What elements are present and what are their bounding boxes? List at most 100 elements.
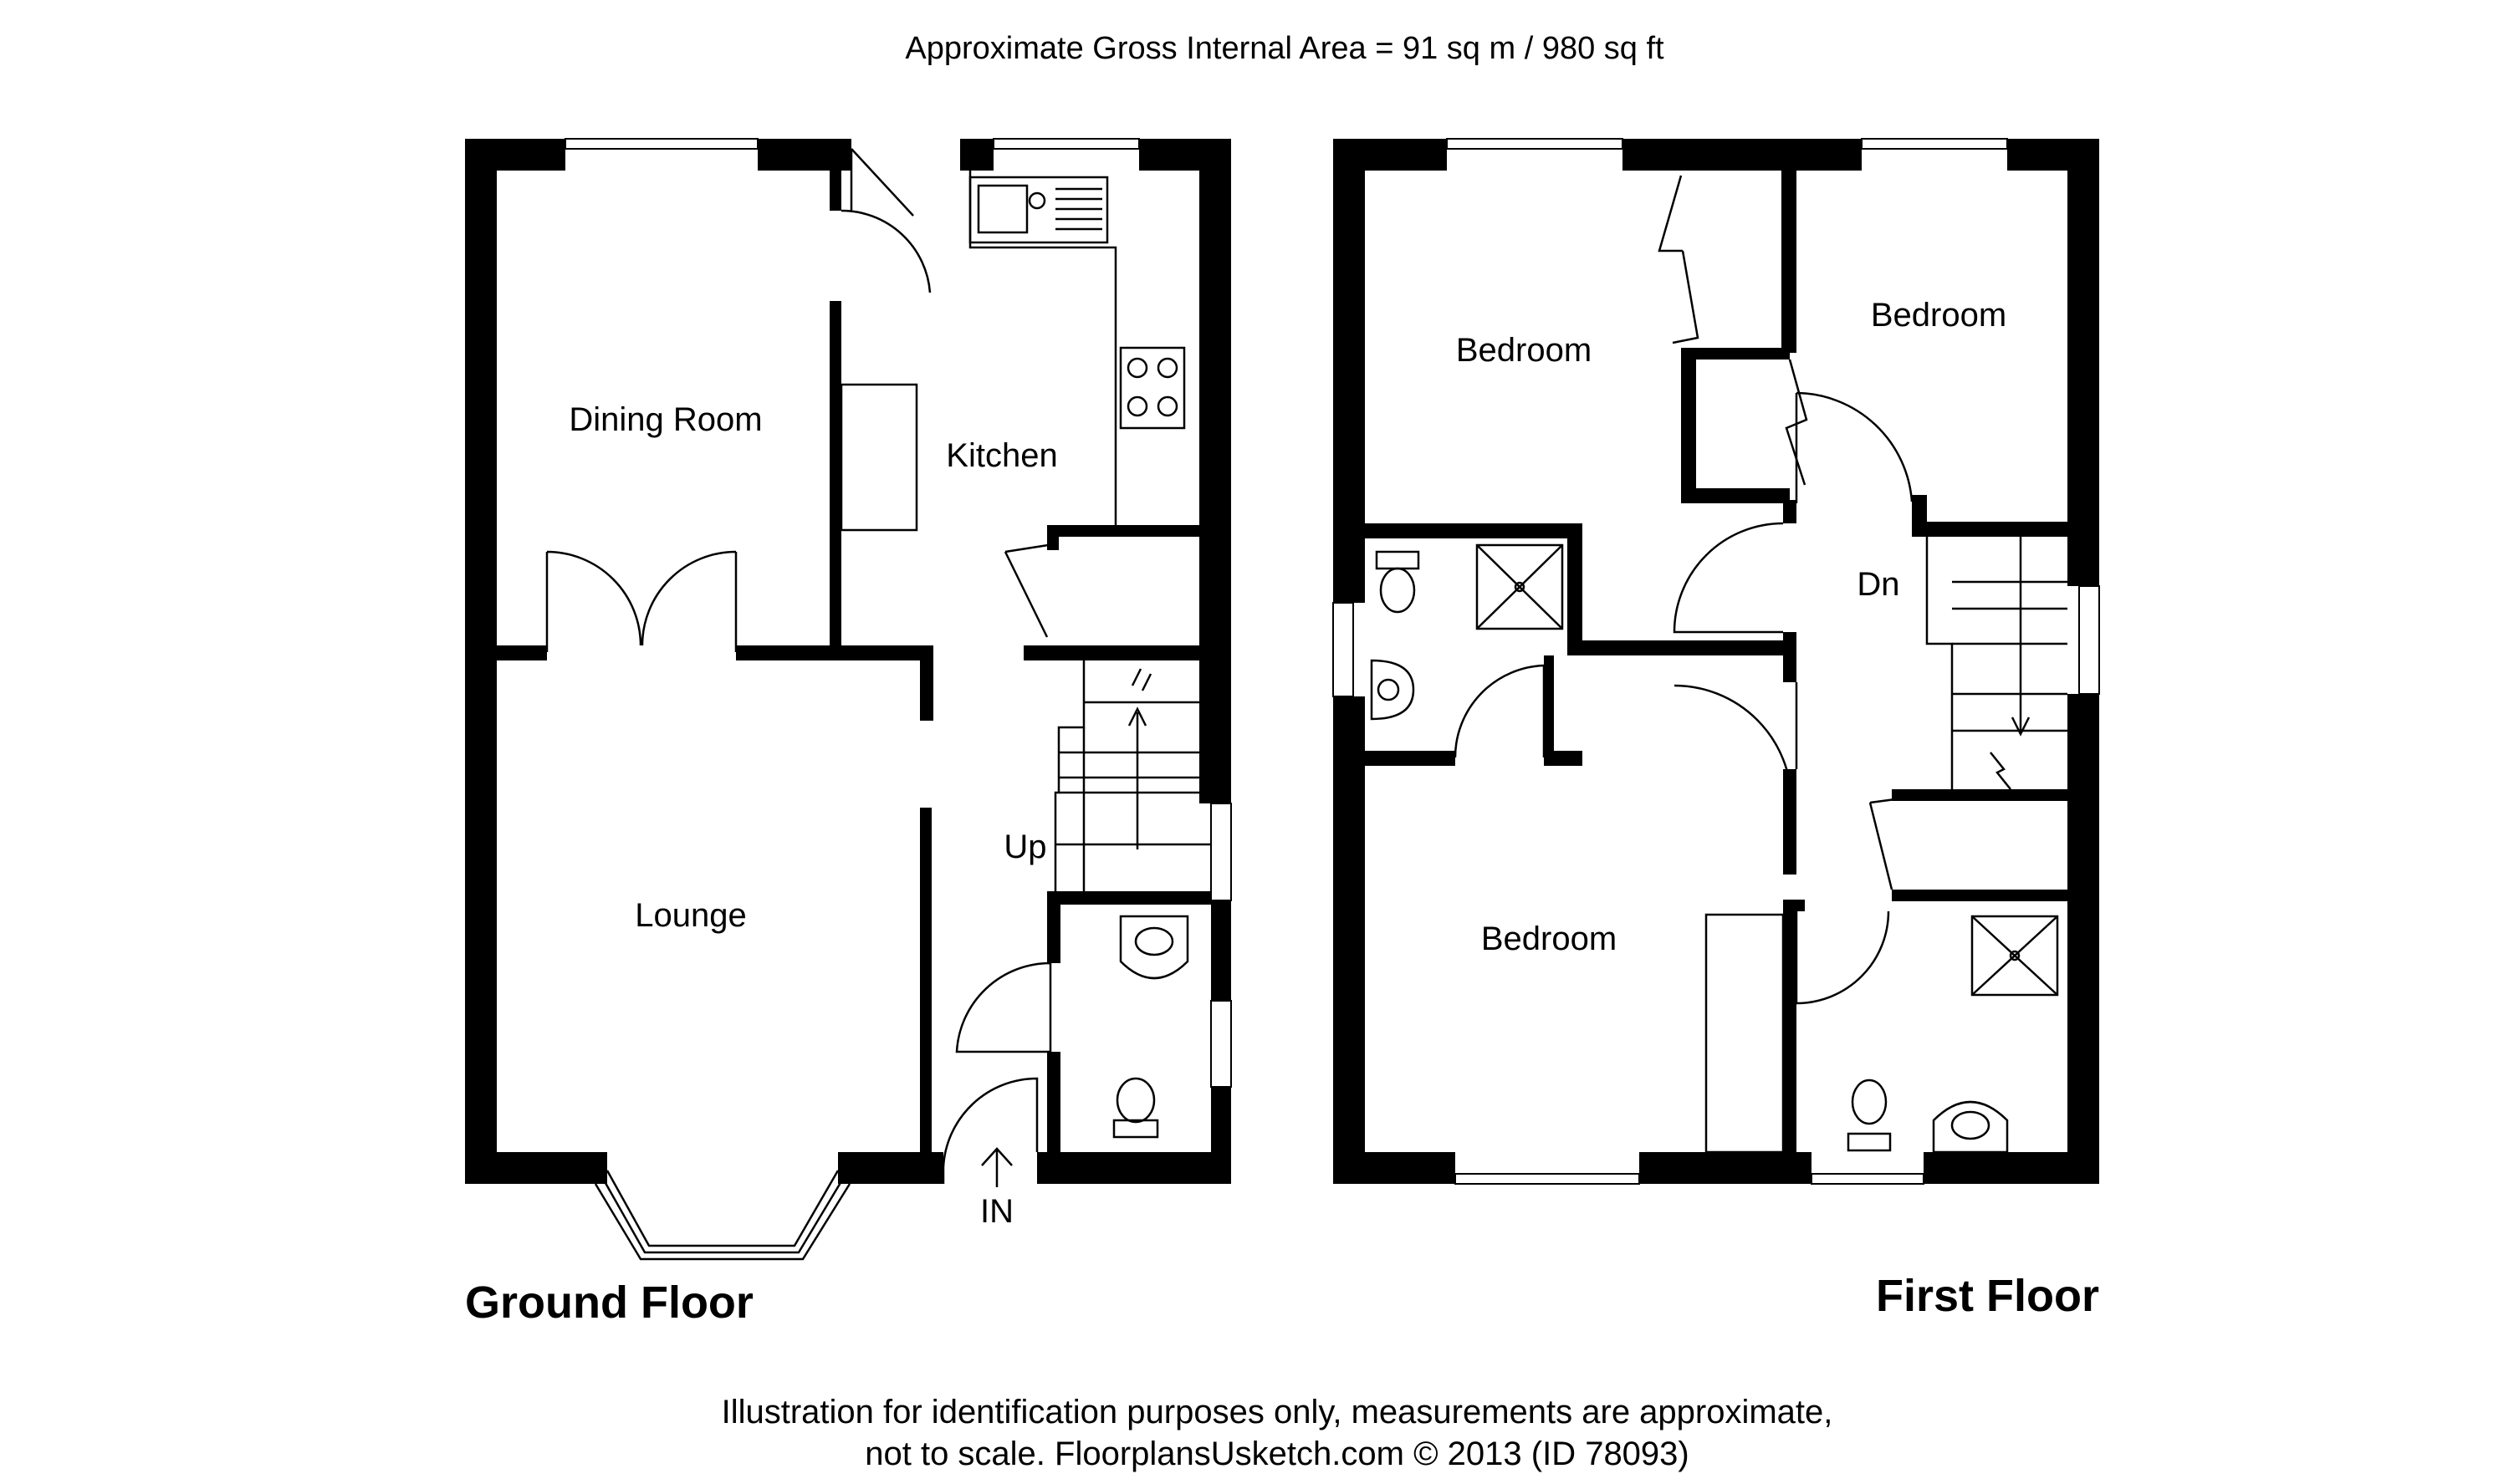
ff-bedroom1-window [1446,138,1623,150]
ff-wall-west-upper [1333,139,1365,603]
ff-bedroom2-door [1795,391,1914,503]
gf-wall-south-right [1037,1152,1231,1184]
gf-wall-south-door-left [928,1152,943,1184]
ff-wall-landing-south [1783,900,1796,1152]
ground-floor-plan: Dining Room Kitchen Lounge Up IN Ground … [465,138,1232,1328]
gf-wall-dining-kitchen-lower [830,301,841,645]
ff-bedroom3-wardrobe [1704,913,1785,1154]
ff-landing-window [2078,585,2100,695]
gf-wall-wc-west-lower [1047,1052,1060,1184]
gf-wall-kitchen-south [1024,645,1199,660]
gf-wc-basin-icon [1119,915,1189,980]
ff-room-label-bedroom-top-right: Bedroom [1871,297,2006,334]
gf-french-doors [545,550,738,652]
ff-wall-east-lower [2067,694,2099,1184]
gf-wall-wc-west-upper [1047,891,1060,963]
ff-wardrobe-doors [1658,175,1699,344]
ff-wall-bed2-south [1912,522,2067,537]
gf-wall-dining-kitchen-upper [830,139,841,211]
ff-wall-ensuite-south [1567,640,1796,655]
ff-wall-bed2-stub [1912,495,1927,537]
gf-wc-toilet-icon [1112,1077,1159,1139]
gf-room-label-kitchen: Kitchen [946,437,1057,474]
gf-wall-cupboard-north [1047,525,1199,537]
ff-stairs-down-label: Dn [1857,566,1899,603]
gf-entrance-label: IN [980,1193,1014,1230]
ff-bedroom2-window [1861,138,2008,150]
ff-ensuite-basin-icon [1370,659,1415,721]
ff-room-label-bedroom-top-left: Bedroom [1456,332,1592,369]
gf-kitchen-window [993,138,1140,150]
ff-staircase [1925,537,2067,790]
ff-wall-bed-divider-mid [1783,500,1796,523]
gf-staircase [1054,660,1211,891]
ff-wall-south-left [1333,1152,1455,1184]
gf-bay-window [594,1170,851,1261]
gf-wall-north-right [960,139,994,171]
gf-wc-door [955,961,1052,1053]
ff-ensuite-shower-icon [1475,543,1564,630]
gf-wall-hall-west [920,808,932,1184]
ff-airing-cupboard-door [1868,798,1896,890]
ff-wall-south-right [1924,1152,2099,1184]
gf-kitchen-island [840,383,918,532]
gf-wall-south-mid [838,1152,935,1184]
gf-wall-dining-lounge-left [497,645,547,660]
gf-wall-north-left [465,139,565,171]
ff-bathroom-door [1795,910,1890,1005]
gf-cupboard-door [1004,542,1060,638]
gf-kitchen-hob-icon [1119,346,1186,430]
ff-wall-cupboard1-west [1681,348,1696,503]
gf-wc-window [1210,1000,1232,1088]
gf-front-door [942,1077,1039,1184]
ff-wall-west-lower [1333,696,1365,1184]
gf-back-door [841,148,932,293]
ff-wall-landing-west [1783,769,1796,875]
disclaimer-line-2: not to scale. FloorplansUsketch.com © 20… [865,1436,1689,1472]
gf-kitchen-sink-icon [968,176,1109,244]
ff-bathroom-basin-icon [1932,1100,2009,1154]
ff-ensuite-toilet-icon [1375,550,1420,614]
gf-room-label-lounge: Lounge [635,897,746,934]
gf-wall-cupboard-west [1047,525,1059,550]
ff-wall-ensuite-door-jamb [1544,655,1554,757]
ff-bathroom-window [1811,1173,1924,1185]
ff-bedroom3-window [1454,1173,1640,1185]
gross-area-heading: Approximate Gross Internal Area = 91 sq … [905,31,1664,66]
gf-wall-east-upper [1199,139,1231,803]
ff-wall-ensuite-north [1365,523,1581,538]
gf-wall-hall-stub [920,645,933,721]
ff-wall-bed-divider-top [1781,171,1796,353]
ff-bathroom-shower-icon [1970,915,2059,997]
ff-wall-ensuite-south-left [1365,751,1455,766]
gf-stairs-up-label: Up [1004,829,1046,865]
ff-wall-south-mid [1639,1152,1811,1184]
ff-wall-bath-north2 [1892,890,2067,901]
ff-wall-north-left [1333,139,1447,171]
gf-room-label-dining: Dining Room [569,401,762,438]
gf-floor-title: Ground Floor [465,1277,754,1328]
gf-wall-south-left [465,1152,607,1184]
ff-wall-bath-north [1892,789,2067,801]
gf-hall-window [1210,803,1232,901]
gf-wall-west [465,139,497,1184]
ff-bathroom-toilet-icon [1847,1079,1892,1152]
disclaimer-line-1: Illustration for identification purposes… [722,1394,1833,1430]
gf-wall-dining-lounge-right [736,645,933,660]
ff-wall-bed-divider-lower [1783,632,1796,682]
ff-wall-cupboard1-box [1681,348,1790,360]
ff-wall-north-mid [1622,139,1862,171]
first-floor-plan: Bedroom Bedroom Bedroom Dn First Floor [1332,138,2100,1321]
ff-bedroom3-door [1674,682,1798,803]
ff-wall-east-upper [2067,139,2099,586]
gf-patio-door-window [565,138,759,150]
ff-bedroom1-door [1673,522,1784,634]
gf-wall-wc-north [1047,891,1211,905]
ff-wall-ensuite-east [1567,523,1582,640]
ff-wall-cupboard1-south [1681,488,1790,503]
gf-wall-east-mid [1211,900,1231,1001]
gf-entrance-arrow-icon [981,1147,1013,1187]
ff-wall-bed3-landing [1783,900,1805,911]
ff-room-label-bedroom-bottom: Bedroom [1481,920,1617,957]
